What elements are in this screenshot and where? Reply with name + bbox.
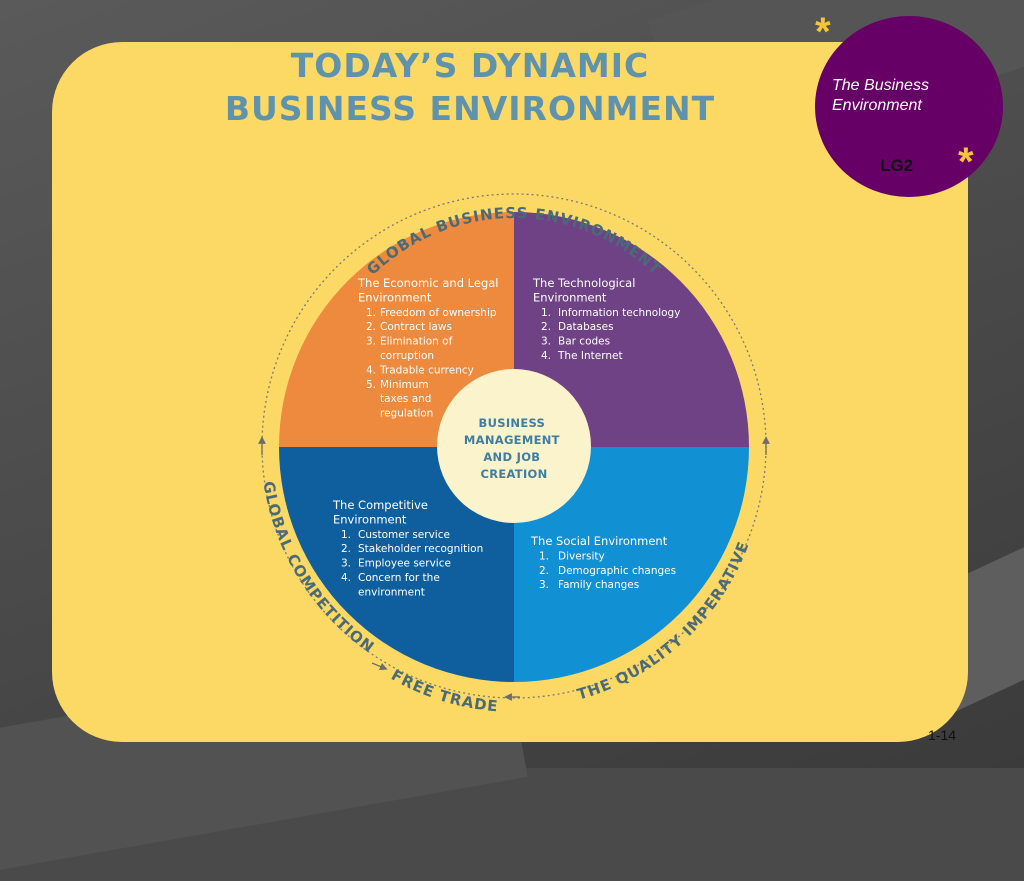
center-label-line-1: BUSINESS: [479, 416, 546, 430]
asterisk-icon: *: [958, 140, 974, 184]
ring-arrow-icon: [371, 662, 388, 671]
slide-title-line-2: BUSINESS ENVIRONMENT: [224, 89, 716, 128]
list-item: The Internet: [557, 350, 623, 362]
center-label: BUSINESS MANAGEMENT AND JOB CREATION: [464, 416, 564, 481]
quadrant-title-line: The Social Environment: [530, 534, 668, 548]
list-item: Databases: [558, 321, 614, 333]
badge-caption-line-1: The Business: [832, 77, 929, 94]
asterisk-icon: *: [815, 10, 831, 54]
list-item: Contract laws: [380, 321, 452, 333]
center-label-line-2: MANAGEMENT: [464, 433, 560, 447]
list-item: regulation: [380, 408, 433, 420]
list-item-number: 1.: [539, 550, 549, 562]
list-item-number: 4.: [341, 572, 351, 584]
list-item: Minimum: [380, 379, 429, 391]
list-item-number: 2.: [341, 543, 351, 555]
center-label-line-4: CREATION: [480, 467, 547, 481]
quadrant-title-line: The Economic and Legal: [357, 276, 498, 290]
list-item: environment: [358, 586, 425, 598]
quadrant-title-line: Environment: [358, 290, 432, 304]
list-item-number: 4.: [366, 364, 376, 376]
badge-caption-line-2: Environment: [832, 97, 922, 114]
list-item: Bar codes: [558, 336, 610, 348]
technological-quadrant: [514, 212, 749, 447]
list-item-number: 1.: [341, 529, 351, 541]
quadrant-title-line: The Technological: [532, 276, 635, 290]
list-item-number: 1.: [366, 307, 376, 319]
list-item-number: 3.: [539, 579, 549, 591]
list-item-number: 2.: [366, 321, 376, 333]
learning-goal-badge: [815, 16, 1003, 197]
list-item-number: 2.: [541, 321, 551, 333]
list-item: Information technology: [558, 307, 680, 319]
competitive-quadrant: [279, 447, 514, 682]
list-item: Freedom of ownership: [380, 307, 497, 319]
center-label-line-3: AND JOB: [483, 450, 540, 464]
list-item: Demographic changes: [558, 565, 676, 577]
list-item: Elimination of: [380, 336, 453, 348]
center-circle: [437, 369, 591, 523]
list-item-number: 5.: [366, 379, 376, 391]
list-item: taxes and: [380, 393, 431, 405]
list-item-number: 2.: [539, 565, 549, 577]
slide-title-line-1: TODAY’S DYNAMIC: [290, 46, 650, 85]
list-item-number: 3.: [541, 336, 551, 348]
list-item: Concern for the: [358, 572, 440, 584]
page-number: 1-14: [928, 727, 957, 743]
learning-goal-code: LG2: [880, 156, 914, 175]
list-item: corruption: [380, 350, 434, 362]
list-item-number: 3.: [341, 558, 351, 570]
list-item-number: 1.: [541, 307, 551, 319]
economic-legal-quadrant: [279, 212, 514, 447]
list-item-number: 4.: [541, 350, 551, 362]
list-item: Employee service: [358, 558, 451, 570]
list-item-number: 3.: [366, 336, 376, 348]
list-item: Diversity: [558, 550, 605, 562]
quadrant-title-line: Environment: [533, 290, 607, 304]
badge-caption: The Business Environment: [832, 76, 992, 116]
business-environment-diagram: BUSINESS MANAGEMENT AND JOB CREATION GLO…: [258, 193, 770, 715]
list-item: Stakeholder recognition: [358, 543, 483, 555]
quadrant-title-line: The Competitive: [332, 498, 428, 512]
list-item: Customer service: [358, 529, 450, 541]
social-text: The Social Environment 1. Diversity 2. Demog…: [530, 534, 676, 591]
list-item: Family changes: [558, 579, 639, 591]
quadrant-title-line: Environment: [333, 512, 407, 526]
list-item: Tradable currency: [379, 364, 474, 376]
slide-title: TODAY’S DYNAMIC BUSINESS ENVIRONMENT: [150, 44, 790, 130]
social-quadrant: [514, 447, 749, 682]
